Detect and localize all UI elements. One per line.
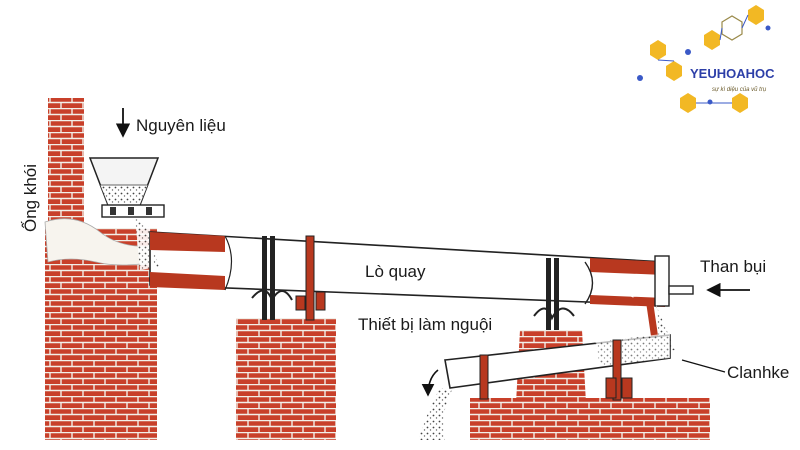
logo-tagline: sự kì diệu của vũ trụ (712, 86, 767, 93)
label-chimney: Ống khói (20, 164, 40, 232)
feed-hopper (88, 157, 165, 270)
label-coal-dust: Than bụi (700, 257, 766, 276)
label-clinker: Clanhke (727, 363, 789, 382)
label-raw-material: Nguyên liệu (136, 116, 226, 135)
kiln-tube (149, 231, 694, 361)
flow-arrows (115, 108, 750, 397)
chimney (44, 98, 157, 440)
cooler (418, 333, 710, 440)
support-pier-left (236, 235, 336, 440)
label-cooler: Thiết bị làm nguội (358, 315, 492, 334)
yeuhoahoc-logo: YEUHOAHOC sự kì diệu của vũ trụ (637, 5, 775, 113)
label-rotary-kiln: Lò quay (365, 262, 426, 281)
logo-name: YEUHOAHOC (690, 66, 775, 81)
